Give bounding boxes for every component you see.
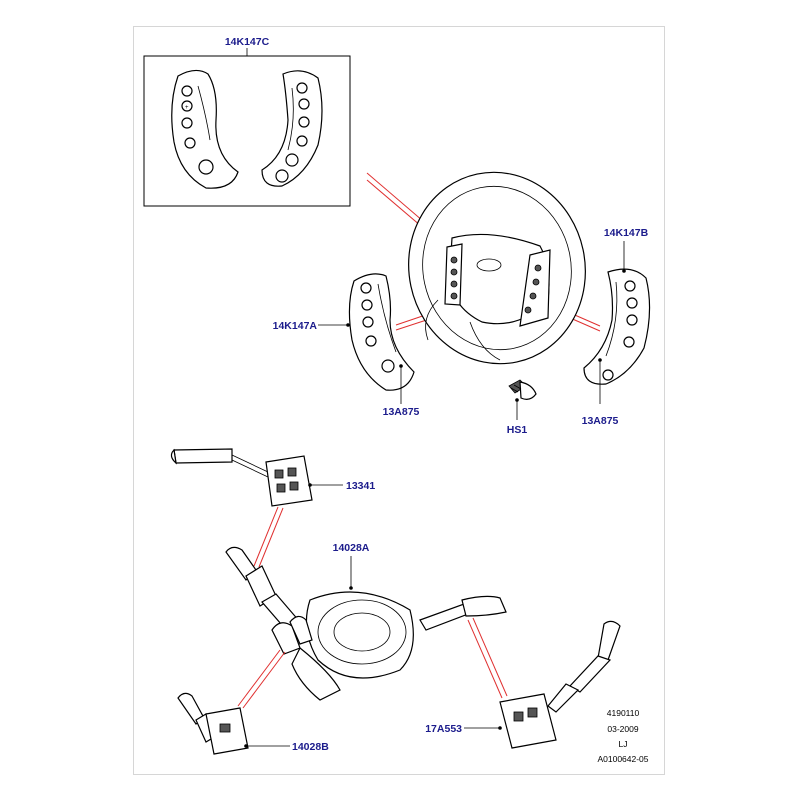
label-17A553: 17A553 (425, 723, 462, 735)
reference-block: 4190110 03-2009 LJ A0100642-05 (597, 708, 648, 764)
label-14028B: 14028B (292, 741, 329, 753)
label-HS1: HS1 (507, 424, 528, 436)
ref-line-3: LJ (619, 739, 628, 749)
label-14K147C: 14K147C (225, 36, 270, 48)
steering-wheel (408, 171, 586, 365)
ref-line-1: 4190110 (607, 708, 640, 718)
ref-line-4: A0100642-05 (597, 754, 648, 764)
cruise-control-switch: 13341 (170, 448, 375, 507)
svg-text:+: + (185, 105, 189, 111)
label-14028A: 14028A (333, 542, 370, 554)
left-switch-pack: 14K147A 13A875 (273, 273, 420, 418)
ref-line-2: 03-2009 (607, 724, 638, 734)
screw-hs1: HS1 (507, 379, 537, 436)
label-13A875-left: 13A875 (383, 406, 420, 418)
label-13341: 13341 (346, 480, 375, 492)
label-14K147A: 14K147A (273, 320, 318, 332)
steering-column-module: 14028A (225, 542, 507, 701)
label-14K147B: 14K147B (604, 227, 649, 239)
right-switch-pack: 14K147B 13A875 (582, 227, 651, 427)
inset-right-switch-pack (261, 70, 323, 187)
inset-switch-pack-set: 14K147C + (143, 36, 351, 207)
label-13A875-right: 13A875 (582, 415, 619, 427)
wiper-switch: 14028B (177, 692, 329, 755)
inset-left-switch-pack: + (171, 69, 239, 189)
indicator-switch: 17A553 (425, 620, 621, 749)
